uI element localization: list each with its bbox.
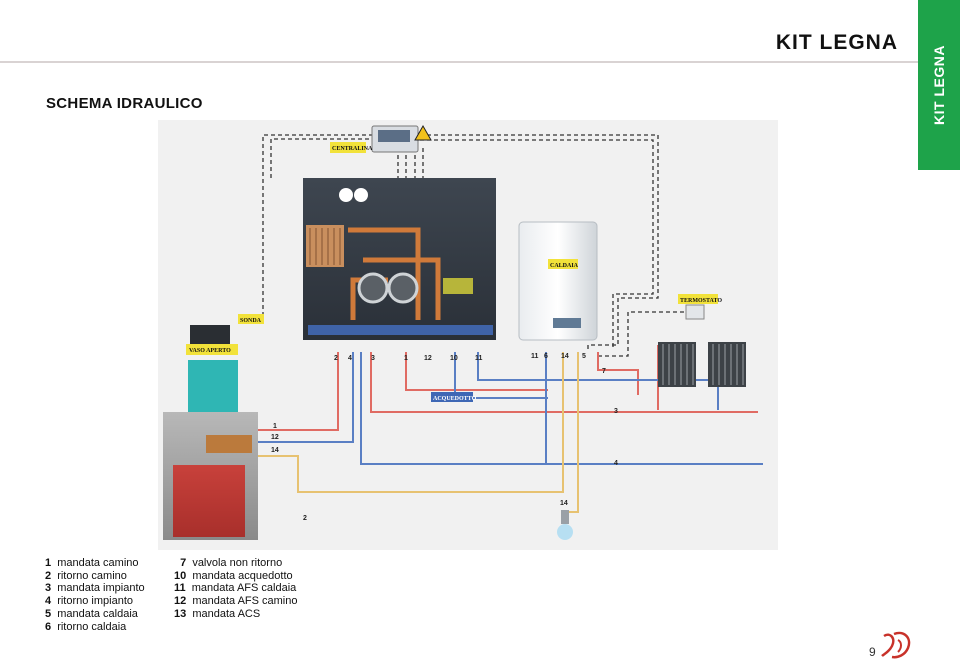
page-number: 9 xyxy=(869,645,876,659)
legend-item: 4 ritorno impianto xyxy=(45,595,134,608)
legend-item: 12 mandata AFS camino xyxy=(174,595,298,608)
stove-number: 1 xyxy=(273,423,277,430)
boiler-number: 14 xyxy=(561,353,569,360)
label-acquedotto: ACQUEDOTTO xyxy=(433,396,477,402)
brand-title: KIT LEGNA xyxy=(775,31,898,54)
legend-item: 13 mandata ACS xyxy=(174,607,261,620)
legend-item: 7 valvola non ritorno xyxy=(180,557,283,569)
panel-number: 1 xyxy=(404,355,408,362)
line-number-2: 2 xyxy=(303,515,307,522)
valve-number: 7 xyxy=(602,368,606,375)
stove-number: 14 xyxy=(271,447,279,454)
control-unit xyxy=(371,124,432,153)
panel-number: 2 xyxy=(334,355,338,362)
legend-item: 3 mandata impianto xyxy=(45,582,145,595)
panel-number: 3 xyxy=(371,355,375,362)
legend-column-2: 7 valvola non ritorno 10 mandata acquedo… xyxy=(174,557,297,621)
brand-logo-icon xyxy=(881,631,911,659)
label-sonda: SONDA xyxy=(240,318,262,324)
section-title: SCHEMA IDRAULICO xyxy=(46,95,203,112)
panel-number: 4 xyxy=(348,355,352,362)
label-vaso-aperto: VASO APERTO xyxy=(189,348,231,354)
dhw-tap xyxy=(557,510,573,540)
panel-number: 11 xyxy=(475,355,483,362)
boiler-number: 11 xyxy=(531,353,539,360)
wood-stove xyxy=(163,412,258,540)
side-tab-label: KIT LEGNA xyxy=(931,45,947,125)
hydraulic-diagram: CENTRALINA CALDAIA TERMOSTATO SONDA VASO… xyxy=(158,120,778,550)
radiators xyxy=(658,342,746,387)
tap-number: 14 xyxy=(560,500,568,507)
room-thermostat xyxy=(685,304,705,320)
line-number-4: 4 xyxy=(614,460,618,467)
panel-number: 12 xyxy=(424,355,432,362)
boiler-number: 6 xyxy=(544,353,548,360)
label-centralina: CENTRALINA xyxy=(332,146,373,152)
legend-item: 6 ritorno caldaia xyxy=(45,620,127,633)
legend-item: 1 mandata camino xyxy=(45,557,139,569)
stove-number: 12 xyxy=(271,434,279,441)
label-tags xyxy=(186,142,718,402)
side-tab: KIT LEGNA xyxy=(918,0,960,170)
legend-item: 11 mandata AFS caldaia xyxy=(174,582,297,595)
panel-number: 10 xyxy=(450,355,458,362)
boiler-number: 5 xyxy=(582,353,586,360)
legend-item: 5 mandata caldaia xyxy=(45,607,138,620)
wall-boiler xyxy=(518,221,598,341)
legend-column-1: 1 mandata camino 2 ritorno camino 3 mand… xyxy=(45,557,145,633)
header-rule xyxy=(0,61,918,63)
line-number-3: 3 xyxy=(614,408,618,415)
label-termostato: TERMOSTATO xyxy=(680,298,722,304)
expansion-vessel xyxy=(188,325,238,412)
hydraulic-panel xyxy=(303,178,496,340)
label-caldaia: CALDAIA xyxy=(550,263,579,269)
legend-item: 10 mandata acquedotto xyxy=(174,569,293,582)
legend-item: 2 ritorno camino xyxy=(45,569,127,582)
